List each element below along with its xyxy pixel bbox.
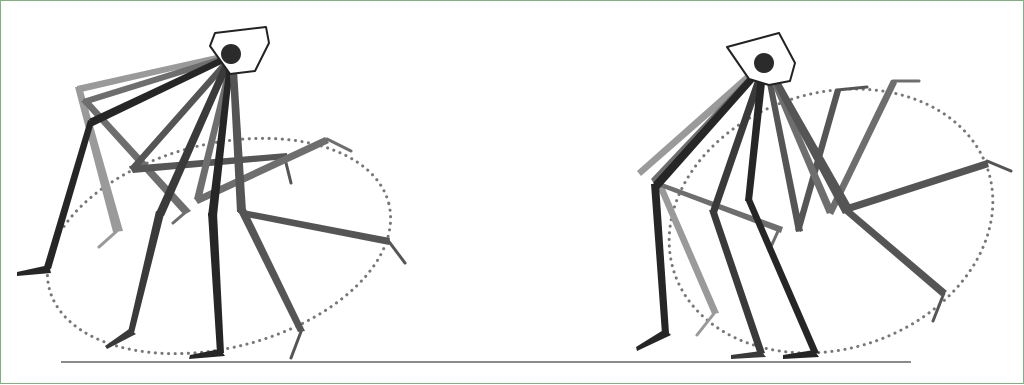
left-leg-light-foot — [99, 230, 118, 247]
right-leg-dark-b-lower — [709, 210, 765, 355]
right-leg-mid-b-mid — [842, 208, 947, 296]
left-leg-dark-b-foot — [105, 329, 136, 349]
right-leg-gray-c-mid — [844, 160, 989, 213]
left-spider-figure — [17, 27, 413, 385]
left-head-joint — [221, 44, 241, 64]
right-leg-dark-a-foot — [636, 329, 671, 351]
right-orbit-dotted — [635, 48, 1024, 385]
left-leg-gray-b-foot — [327, 139, 351, 151]
right-leg-darkest-vertical — [745, 65, 819, 359]
left-leg-gray-c-foot — [387, 239, 405, 263]
right-leg-dark-b-foot — [731, 351, 766, 359]
left-leg-dark-b-lower — [128, 211, 164, 333]
right-head-joint — [754, 53, 774, 73]
right-leg-gray-c-foot — [987, 161, 1011, 171]
left-leg-dark-a-upper — [89, 53, 232, 126]
right-leg-darkest-foot — [783, 350, 819, 359]
left-leg-dark-a-foot — [17, 265, 51, 276]
left-leg-gray-c-mid — [238, 209, 390, 245]
left-leg-mid-b-foot — [291, 329, 302, 358]
left-leg-mid-b-lower — [237, 209, 305, 332]
left-leg-dark-a-lower — [44, 120, 94, 269]
right-leg-mid-b-foot — [933, 293, 944, 321]
left-leg-darkest-lower — [208, 213, 224, 353]
left-leg-gray-foot — [173, 211, 187, 223]
right-spider-figure — [635, 33, 1024, 385]
